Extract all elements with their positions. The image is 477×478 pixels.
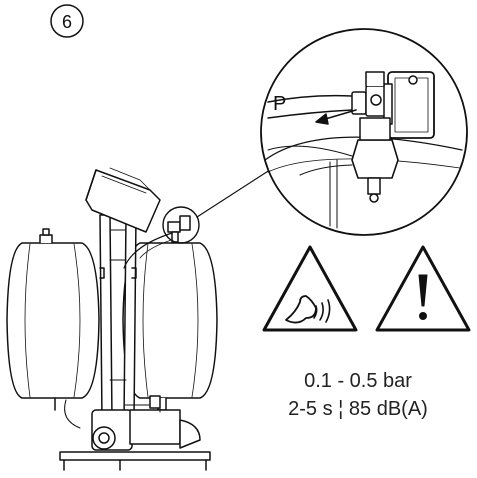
hearing-protection-warning-icon xyxy=(262,245,358,332)
valve-small xyxy=(167,215,191,243)
left-tank xyxy=(6,228,100,411)
flow-arrow xyxy=(321,109,357,121)
detail-zoom: P xyxy=(260,28,468,236)
port-label: P xyxy=(273,93,286,115)
step-number: 6 xyxy=(62,12,72,32)
pressure-range: 0.1 - 0.5 bar xyxy=(304,370,412,392)
step-number-badge: 6 xyxy=(50,4,84,38)
detail-marker-circle xyxy=(162,206,200,244)
detail-leader-line xyxy=(196,165,277,218)
duration-and-noise: 2-5 s ¦ 85 dB(A) xyxy=(288,398,428,420)
machine-illustration xyxy=(6,167,218,471)
general-warning-icon xyxy=(375,245,471,332)
hose xyxy=(123,231,176,269)
right-tank xyxy=(122,242,218,411)
control-box xyxy=(85,167,161,233)
pump-unit xyxy=(59,395,211,471)
central-column xyxy=(99,214,137,421)
